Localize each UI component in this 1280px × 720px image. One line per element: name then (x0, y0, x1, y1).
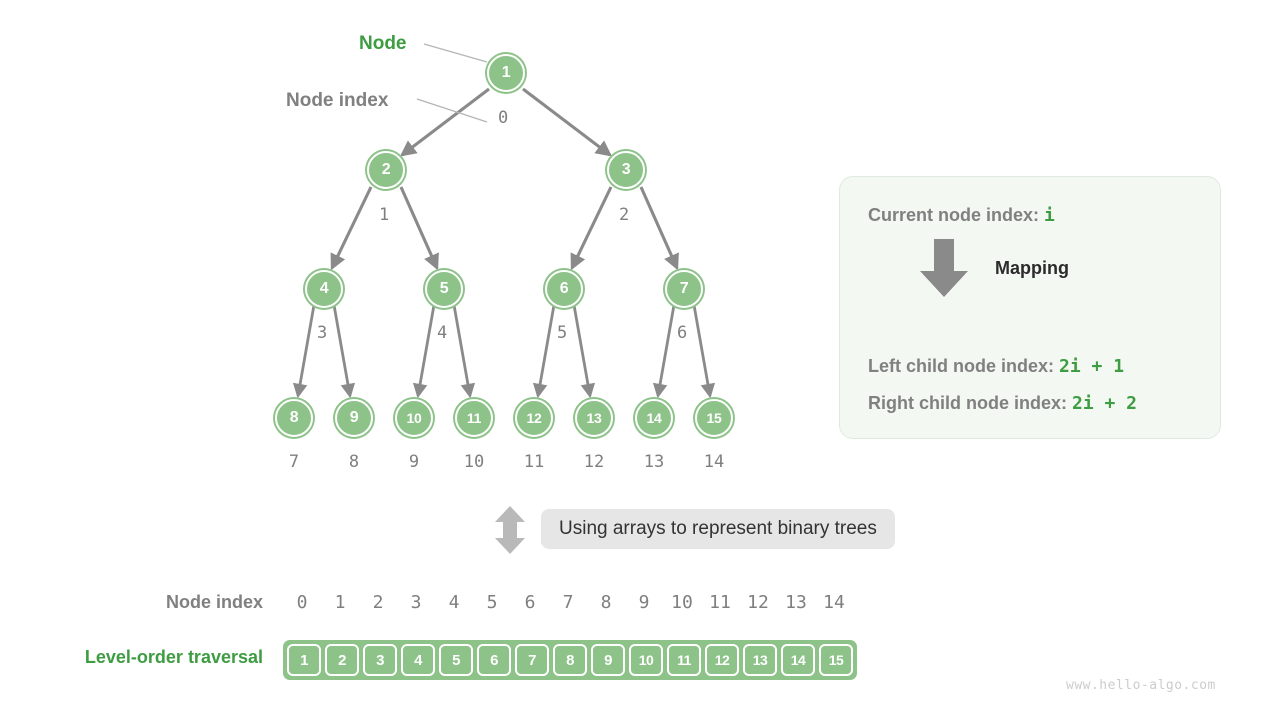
node-index-11: 11 (523, 452, 545, 472)
array-index-2: 2 (372, 592, 384, 613)
tree-node-10: 10 (395, 399, 433, 437)
legend-right-line: Right child node index: 2i + 2 (868, 393, 1137, 414)
legend-current-value: i (1044, 205, 1055, 226)
array-index-4: 4 (448, 592, 460, 613)
array-index-13: 13 (785, 592, 807, 613)
array-cell-13: 14 (781, 644, 815, 676)
up-down-arrow-icon (495, 506, 525, 554)
node-index-7: 7 (288, 452, 300, 472)
tree-node-6: 6 (545, 270, 583, 308)
array-cell-4: 5 (439, 644, 473, 676)
legend-left-value: 2i + 1 (1059, 356, 1125, 377)
array-cell-0: 1 (287, 644, 321, 676)
watermark: www.hello-algo.com (1066, 678, 1216, 693)
legend-right-label: Right child node index (868, 393, 1061, 413)
array-cell-5: 6 (477, 644, 511, 676)
array-value-label: Level-order traversal (84, 647, 263, 667)
node-index-12: 12 (583, 452, 605, 472)
tree-node-13: 13 (575, 399, 613, 437)
node-index-14: 14 (703, 452, 725, 472)
legend-mapping-label: Mapping (995, 258, 1069, 278)
tree-node-12: 12 (515, 399, 553, 437)
caption-text: Using arrays to represent binary trees (559, 518, 877, 539)
array-index-11: 11 (709, 592, 731, 613)
node-index-0: 0 (498, 108, 509, 128)
mapping-legend-panel: Current node index: i Mapping Left child… (839, 176, 1221, 439)
tree-node-11: 11 (455, 399, 493, 437)
array-index-3: 3 (410, 592, 422, 613)
legend-current-line: Current node index: i (868, 205, 1055, 226)
array-cell-1: 2 (325, 644, 359, 676)
node-index-1: 1 (379, 205, 390, 225)
array-cell-9: 10 (629, 644, 663, 676)
tree-node-4: 4 (305, 270, 343, 308)
node-index-10: 10 (463, 452, 485, 472)
tree-node-8: 8 (275, 399, 313, 437)
array-index-5: 5 (486, 592, 498, 613)
array-index-12: 12 (747, 592, 769, 613)
array-index-9: 9 (638, 592, 650, 613)
tree-node-5: 5 (425, 270, 463, 308)
legend-right-value: 2i + 2 (1072, 393, 1138, 414)
tree-node-7: 7 (665, 270, 703, 308)
array-cell-14: 15 (819, 644, 853, 676)
legend-separator-2: : (1048, 356, 1060, 376)
array-cell-12: 13 (743, 644, 777, 676)
array-index-14: 14 (823, 592, 845, 613)
tree-node-9: 9 (335, 399, 373, 437)
array-cell-8: 9 (591, 644, 625, 676)
tree-node-15: 15 (695, 399, 733, 437)
array-index-6: 6 (524, 592, 536, 613)
array-index-1: 1 (334, 592, 346, 613)
legend-left-label: Left child node index (868, 356, 1049, 376)
node-index-6: 6 (677, 323, 688, 343)
node-index-8: 8 (348, 452, 360, 472)
tree-node-3: 3 (607, 151, 645, 189)
node-index-4: 4 (437, 323, 448, 343)
node-index-5: 5 (557, 323, 568, 343)
array-index-7: 7 (562, 592, 574, 613)
legend-left-line: Left child node index: 2i + 1 (868, 356, 1124, 377)
array-cell-2: 3 (363, 644, 397, 676)
array-index-label: Node index (165, 592, 263, 612)
mapping-down-arrow-icon (920, 239, 968, 297)
tree-node-1: 1 (487, 54, 525, 92)
legend-separator-3: : (1061, 393, 1072, 413)
tree-node-14: 14 (635, 399, 673, 437)
callout-node-index: Node index (286, 90, 389, 111)
array-cell-7: 8 (553, 644, 587, 676)
node-index-9: 9 (408, 452, 420, 472)
array-cell-11: 12 (705, 644, 739, 676)
array-index-10: 10 (671, 592, 693, 613)
caption-pill: Using arrays to represent binary trees (541, 509, 895, 549)
legend-separator-1: : (1033, 205, 1045, 225)
callout-node: Node (359, 33, 407, 54)
tree-node-2: 2 (367, 151, 405, 189)
array-cell-10: 11 (667, 644, 701, 676)
legend-current-label: Current node index (868, 205, 1034, 225)
node-index-2: 2 (619, 205, 630, 225)
array-index-8: 8 (600, 592, 612, 613)
node-index-3: 3 (317, 323, 328, 343)
array-cell-3: 4 (401, 644, 435, 676)
array-cell-6: 7 (515, 644, 549, 676)
node-index-13: 13 (643, 452, 665, 472)
array-index-0: 0 (296, 592, 308, 613)
